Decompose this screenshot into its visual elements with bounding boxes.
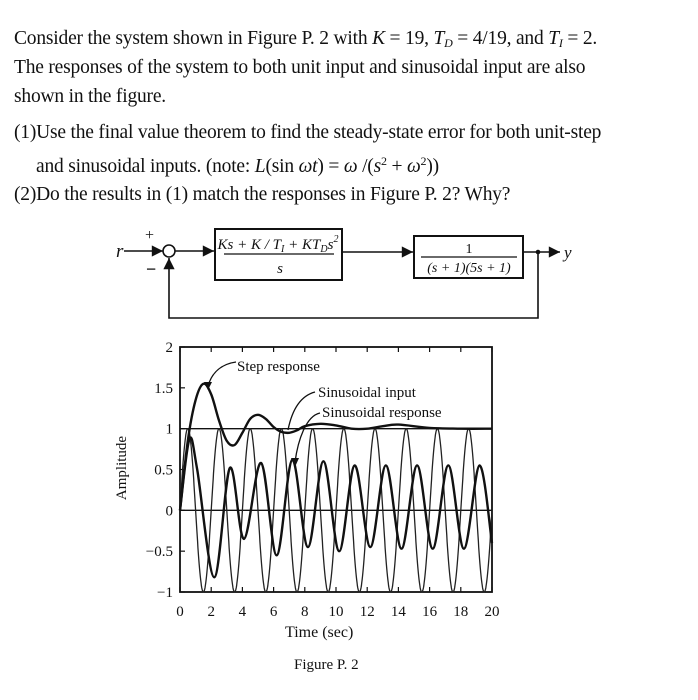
annotation-step-arrow bbox=[207, 361, 237, 387]
x-axis-label: Time (sec) bbox=[285, 624, 354, 641]
annotation-response-arrowhead bbox=[291, 458, 299, 467]
question-1-line-2: and sinusoidal inputs. (note: L(sin ωt) … bbox=[36, 154, 439, 177]
controller-denominator: s bbox=[277, 261, 283, 277]
input-label-r: r bbox=[116, 241, 124, 262]
problem-intro-line-1: Consider the system shown in Figure P. 2… bbox=[14, 28, 598, 50]
plus-sign: + bbox=[145, 227, 154, 244]
x-tick-label: 4 bbox=[239, 604, 247, 620]
x-tick-label: 2 bbox=[207, 604, 215, 620]
x-tick-label: 16 bbox=[422, 604, 438, 620]
plant-denominator: (s + 1)(5s + 1) bbox=[427, 261, 511, 276]
problem-intro-line-2: The responses of the system to both unit… bbox=[14, 57, 586, 78]
y-tick-label: 1 bbox=[166, 422, 174, 438]
minus-sign: − bbox=[146, 259, 156, 279]
annotation-step-arrowhead bbox=[204, 382, 212, 390]
figure-caption: Figure P. 2 bbox=[294, 657, 359, 673]
y-tick-label: 2 bbox=[166, 340, 174, 356]
y-tick-label: 1.5 bbox=[154, 381, 173, 397]
controller-numerator: Ks + K / TI + KTDs2 bbox=[217, 234, 339, 255]
y-tick-label: −0.5 bbox=[146, 544, 173, 560]
question-1-line-1: (1)Use the final value theorem to find t… bbox=[14, 122, 602, 143]
y-tick-label: 0 bbox=[166, 503, 174, 519]
annotation-input-arrow bbox=[287, 391, 316, 431]
question-2: (2)Do the results in (1) match the respo… bbox=[14, 184, 511, 205]
plant-numerator: 1 bbox=[466, 242, 473, 257]
x-tick-label: 10 bbox=[329, 604, 344, 620]
sinusoidal-response-curve bbox=[178, 436, 494, 579]
block-diagram: r + − Ks + K / TI + KTDs2 s 1 (s + 1)(5s… bbox=[116, 227, 572, 319]
x-tick-label: 14 bbox=[391, 604, 407, 620]
y-tick-label: 0.5 bbox=[154, 463, 173, 479]
output-label-y: y bbox=[562, 243, 572, 262]
annotation-sinusoidal-response: Sinusoidal response bbox=[322, 405, 442, 421]
x-tick-label: 12 bbox=[360, 604, 375, 620]
annotation-sinusoidal-input: Sinusoidal input bbox=[318, 385, 417, 401]
annotation-step-response: Step response bbox=[237, 359, 320, 375]
x-tick-label: 6 bbox=[270, 604, 278, 620]
x-tick-label: 18 bbox=[453, 604, 468, 620]
y-axis-label: Amplitude bbox=[114, 435, 130, 501]
x-tick-label: 0 bbox=[176, 604, 184, 620]
y-tick-label: −1 bbox=[157, 585, 173, 601]
feedback-path bbox=[163, 252, 539, 319]
x-tick-label: 8 bbox=[301, 604, 309, 620]
annotation-response-arrow bbox=[294, 412, 321, 463]
sinusoidal-input-curve bbox=[179, 427, 493, 593]
x-tick-label: 20 bbox=[485, 604, 500, 620]
problem-intro-line-3: shown in the figure. bbox=[14, 86, 166, 107]
step-response-curve bbox=[178, 382, 493, 511]
